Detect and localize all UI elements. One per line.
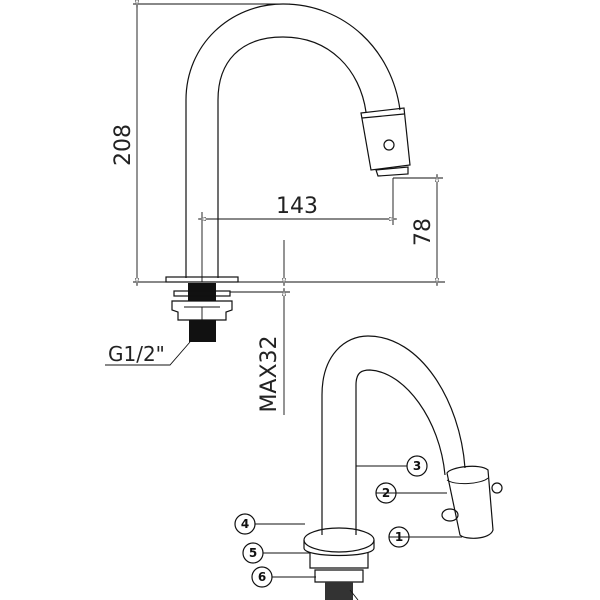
callouts: 1 2 3 4 5 6 (234, 455, 462, 588)
dim-label-78: 78 (411, 218, 436, 246)
callout-1: 1 (388, 526, 410, 548)
side-view-faucet (165, 3, 411, 342)
svg-text:1: 1 (395, 530, 403, 544)
aerator (446, 465, 494, 539)
svg-text:6: 6 (258, 570, 266, 584)
dimension-max32: MAX32 (230, 240, 290, 415)
thread-label: G1/2" (105, 341, 191, 366)
dim-label-143: 143 (276, 194, 318, 219)
svg-text:5: 5 (249, 546, 257, 560)
button-icon (383, 139, 395, 151)
dim-label-208: 208 (111, 124, 136, 166)
svg-text:2: 2 (382, 486, 390, 500)
dimension-143: 143 (202, 178, 393, 282)
perspective-view-faucet (303, 335, 503, 600)
dim-label-max32: MAX32 (257, 335, 282, 412)
svg-text:3: 3 (413, 459, 421, 473)
thread-label-text: G1/2" (108, 342, 165, 366)
svg-text:4: 4 (241, 517, 249, 531)
aerator-body (360, 107, 411, 171)
dimension-208: 208 (111, 4, 445, 282)
callout-4: 4 (234, 513, 256, 535)
dimension-78: 78 (393, 178, 443, 282)
callout-5: 5 (242, 542, 264, 564)
callout-2: 2 (375, 482, 397, 504)
callout-6: 6 (251, 566, 273, 588)
callout-3: 3 (406, 455, 428, 477)
